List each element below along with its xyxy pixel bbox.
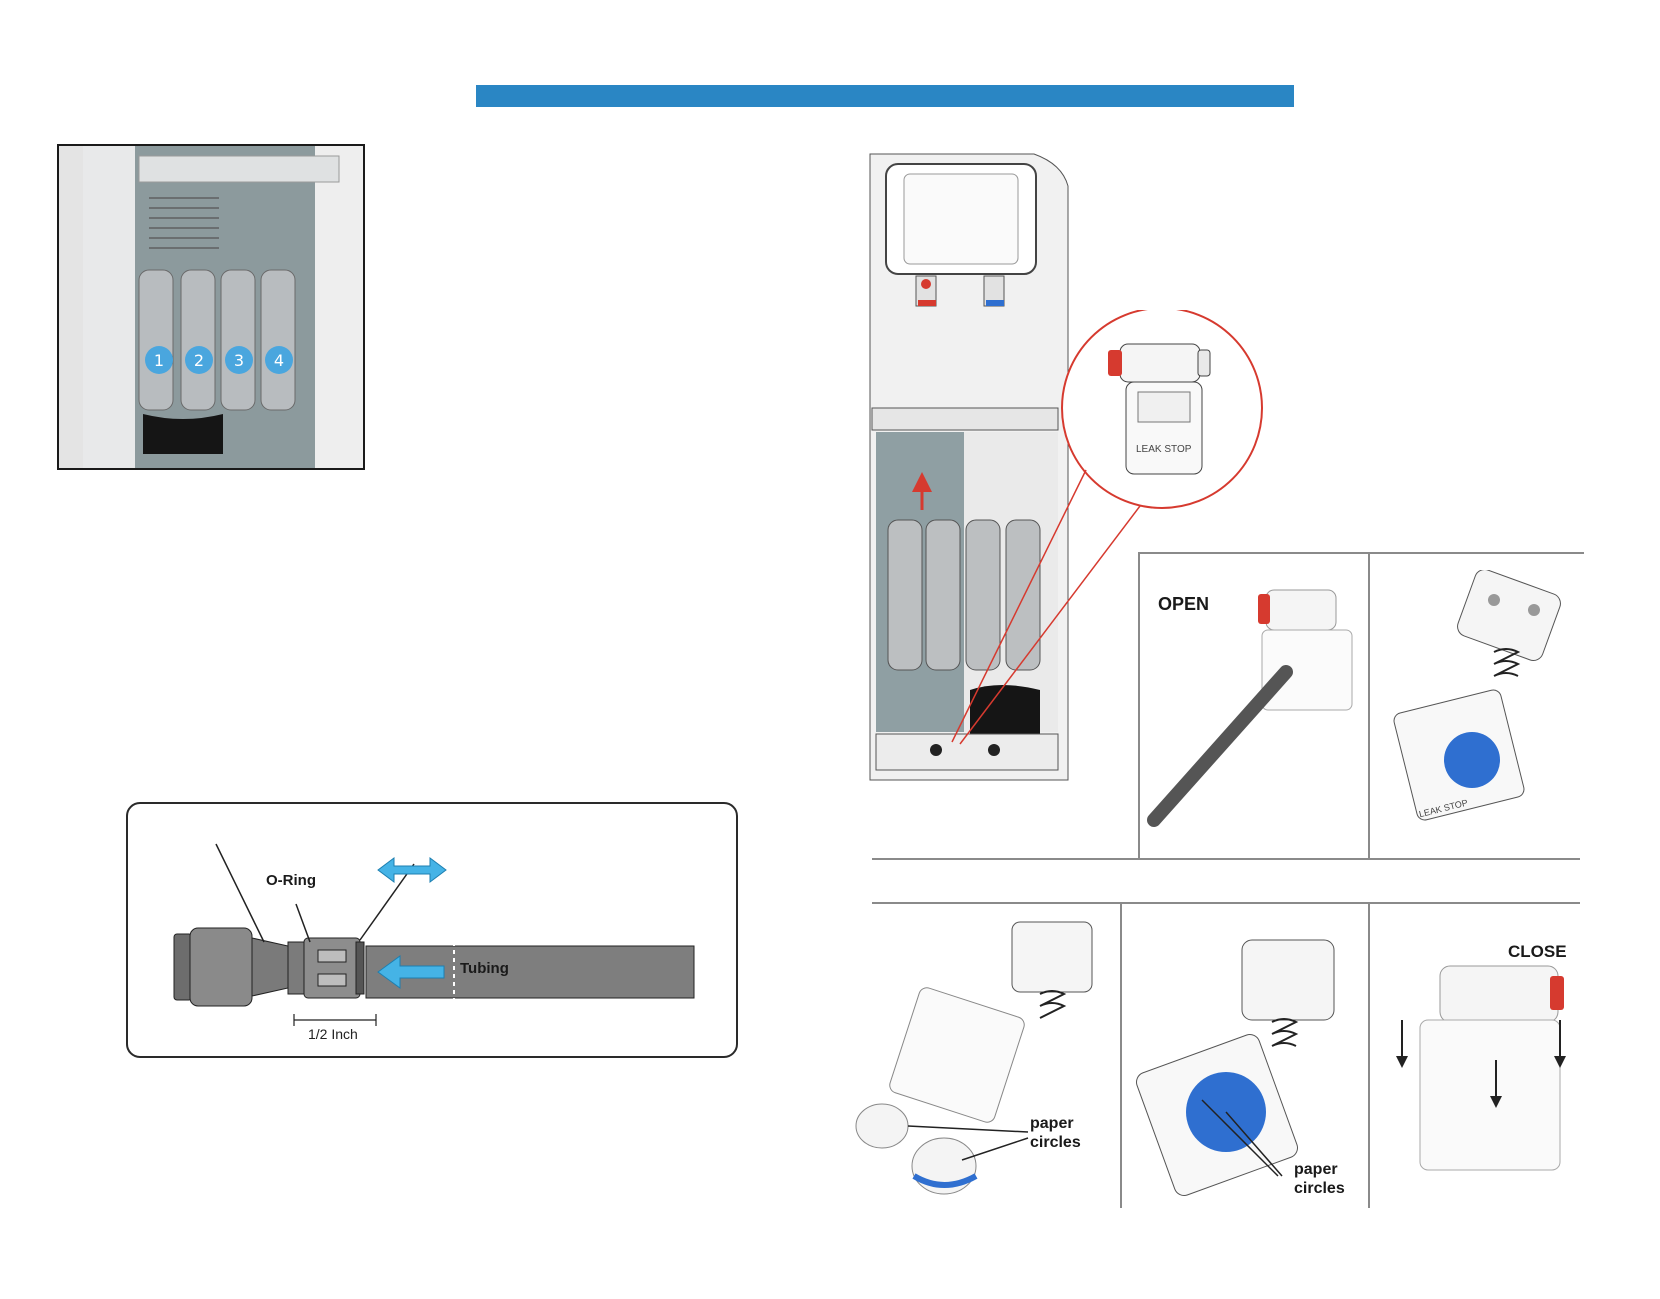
filter-badge-4: 4 xyxy=(265,346,293,374)
paper-circles-label-2: paper circles xyxy=(1294,1160,1345,1198)
paper-circles-label-1: paper circles xyxy=(1030,1114,1081,1152)
half-inch-label: 1/2 Inch xyxy=(308,1026,358,1042)
lower-panels-top-rule xyxy=(872,902,1580,904)
close-label: CLOSE xyxy=(1508,942,1567,962)
filter-badge-1: 1 xyxy=(145,346,173,374)
tubing-label: Tubing xyxy=(460,960,509,977)
close-step-illustration xyxy=(1380,960,1580,1200)
filter-badge-2: 2 xyxy=(185,346,213,374)
paper-circles-label-1-line1: paper xyxy=(1030,1114,1081,1133)
paper-circles-label-2-line1: paper xyxy=(1294,1160,1345,1179)
leak-stop-text: LEAK STOP xyxy=(1136,444,1191,455)
upper-panels-divider-1 xyxy=(1138,552,1140,858)
remove-paper-circles-illustration xyxy=(852,910,1102,1210)
filter-cartridges-illustration: 1 2 3 4 xyxy=(57,144,365,470)
o-ring-label: O-Ring xyxy=(266,872,316,889)
upper-panels-divider-2 xyxy=(1368,552,1370,858)
disassembled-valve-illustration: LEAK STOP xyxy=(1374,570,1584,830)
fitting-svg xyxy=(128,804,736,1056)
upper-panels-bottom-rule xyxy=(872,858,1580,860)
quick-fitting-diagram: O-Ring Tubing 1/2 Inch xyxy=(126,802,738,1058)
filter-badge-3: 3 xyxy=(225,346,253,374)
paper-circles-label-2-line2: circles xyxy=(1294,1179,1345,1198)
filter-cabinet-svg xyxy=(59,146,363,468)
open-step-illustration xyxy=(1146,580,1366,840)
paper-circles-label-1-line2: circles xyxy=(1030,1133,1081,1152)
upper-panels-top-rule xyxy=(1138,552,1584,554)
header-accent-bar xyxy=(476,85,1294,107)
